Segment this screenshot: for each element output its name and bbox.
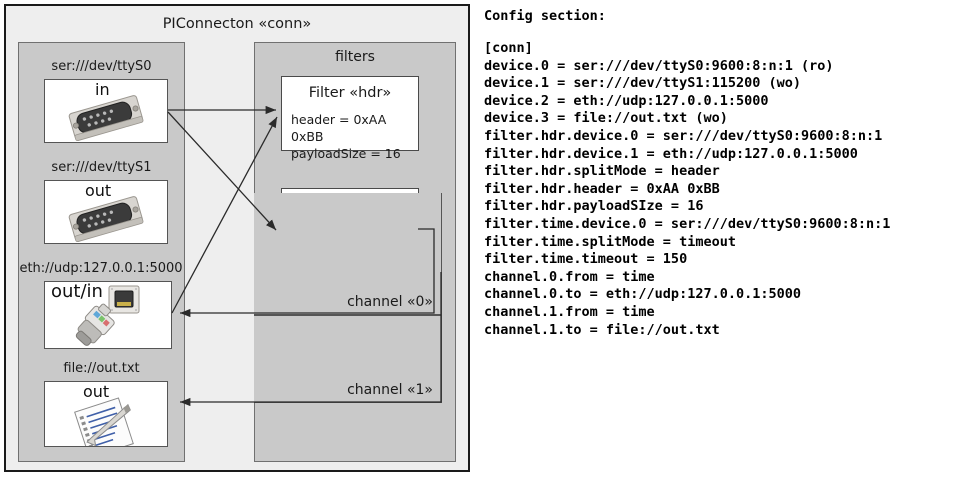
filter-attrs-hdr: header = 0xAA 0xBB payloadSize = 16 xyxy=(291,111,418,162)
arrow-eth-to-hdr xyxy=(171,116,278,314)
config-line: filter.hdr.splitMode = header xyxy=(484,163,720,180)
connection-diagram: PIConnecton «conn» ser:///dev/ttyS0 in xyxy=(0,0,478,484)
text-file-icon xyxy=(74,397,134,446)
device-box-ttys1[interactable]: out xyxy=(44,180,168,244)
config-line: device.1 = ser:///dev/ttyS1:115200 (wo) xyxy=(484,75,801,92)
channel-label-1: channel «1» xyxy=(347,382,433,398)
config-line: channel.0.to = eth://udp:127.0.0.1:5000 xyxy=(484,286,801,303)
arrow-channel0-to-eth xyxy=(180,228,435,318)
config-section: Config section: [conn]device.0 = ser:///… xyxy=(482,0,964,484)
arrow-channel1-to-file xyxy=(180,272,442,407)
device-box-file[interactable]: out xyxy=(44,381,168,447)
device-direction-eth: out/in xyxy=(51,281,103,302)
device-box-eth[interactable]: out/in xyxy=(44,281,172,349)
serial-port-icon xyxy=(68,95,144,142)
filter-attr: payloadSize = 16 xyxy=(291,146,401,161)
filters-panel: filters Filter «hdr» header = 0xAA 0xBB … xyxy=(254,42,456,462)
device-label-file: file://out.txt xyxy=(63,361,140,376)
config-line: [conn] xyxy=(484,40,533,56)
arrow-in-to-time xyxy=(167,111,277,231)
config-line: device.3 = file://out.txt (wo) xyxy=(484,110,728,127)
device-direction-ttys0: in xyxy=(95,80,110,99)
connection-arrows xyxy=(167,105,442,407)
channel-box-1[interactable]: channel «1» xyxy=(254,315,442,403)
config-line: filter.hdr.payloadSIze = 16 xyxy=(484,198,704,215)
config-line: filter.hdr.device.1 = eth://udp:127.0.0.… xyxy=(484,145,858,162)
config-line: device.0 = ser:///dev/ttyS0:9600:8:n:1 (… xyxy=(484,57,834,74)
config-line: channel.0.from = time xyxy=(484,268,655,285)
ethernet-plug-icon xyxy=(75,285,140,346)
page-title: PIConnecton «conn» xyxy=(162,16,312,32)
device-label-eth: eth://udp:127.0.0.1:5000 xyxy=(19,261,183,276)
filter-title-hdr: Filter «hdr» xyxy=(308,85,392,101)
config-lines: [conn]device.0 = ser:///dev/ttyS0:9600:8… xyxy=(484,40,890,339)
channel-box-0[interactable]: channel «0» xyxy=(254,193,442,315)
device-label-ttys1: ser:///dev/ttyS1 xyxy=(51,160,152,175)
config-line: filter.hdr.header = 0xAA 0xBB xyxy=(484,180,720,197)
filter-box-hdr[interactable]: Filter «hdr» header = 0xAA 0xBB payloadS… xyxy=(281,76,419,161)
device-direction-ttys1: out xyxy=(85,181,112,200)
config-line: channel.1.to = file://out.txt xyxy=(484,321,720,338)
config-line: device.2 = eth://udp:127.0.0.1:5000 xyxy=(484,92,769,109)
config-line: filter.hdr.device.0 = ser:///dev/ttyS0:9… xyxy=(484,127,883,144)
config-line: channel.1.from = time xyxy=(484,303,655,320)
config-heading: Config section: xyxy=(484,8,606,24)
device-box-ttys0[interactable]: in xyxy=(44,79,168,143)
devices-panel: ser:///dev/ttyS0 in xyxy=(18,42,185,462)
filter-attr: header = 0xAA 0xBB xyxy=(291,112,387,144)
config-line: filter.time.timeout = 150 xyxy=(484,251,688,268)
channel-label-0: channel «0» xyxy=(347,294,433,310)
serial-port-icon xyxy=(68,196,144,243)
device-direction-file: out xyxy=(83,382,110,401)
filters-panel-title: filters xyxy=(335,49,375,65)
config-line: filter.time.device.0 = ser:///dev/ttyS0:… xyxy=(484,215,891,232)
device-label-ttys0: ser:///dev/ttyS0 xyxy=(51,59,152,74)
config-line: filter.time.splitMode = timeout xyxy=(484,233,736,250)
